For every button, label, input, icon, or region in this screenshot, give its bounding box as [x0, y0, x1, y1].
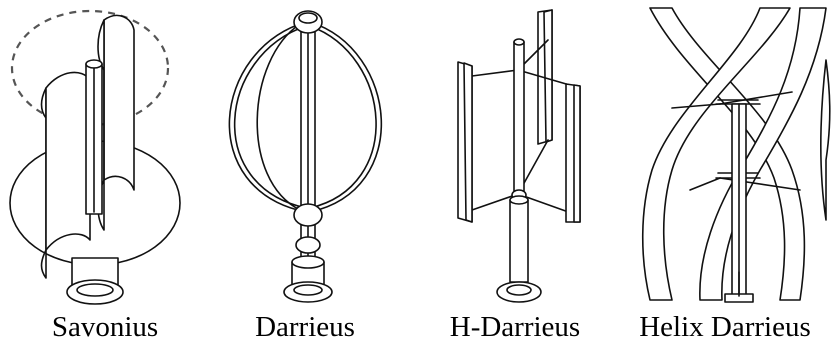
caption-savonius: Savonius	[10, 307, 200, 347]
caption-h-darrieus: H-Darrieus	[430, 307, 600, 347]
caption-helix-darrieus: Helix Darrieus	[615, 307, 835, 347]
helix-darrieus-rotor-icon	[643, 8, 830, 302]
savonius-rotor-icon	[10, 11, 180, 304]
h-darrieus-rotor-icon	[458, 10, 580, 302]
darrieus-rotor-icon	[229, 11, 381, 302]
caption-darrieus: Darrieus	[210, 307, 400, 347]
turbine-drawings	[0, 0, 835, 310]
